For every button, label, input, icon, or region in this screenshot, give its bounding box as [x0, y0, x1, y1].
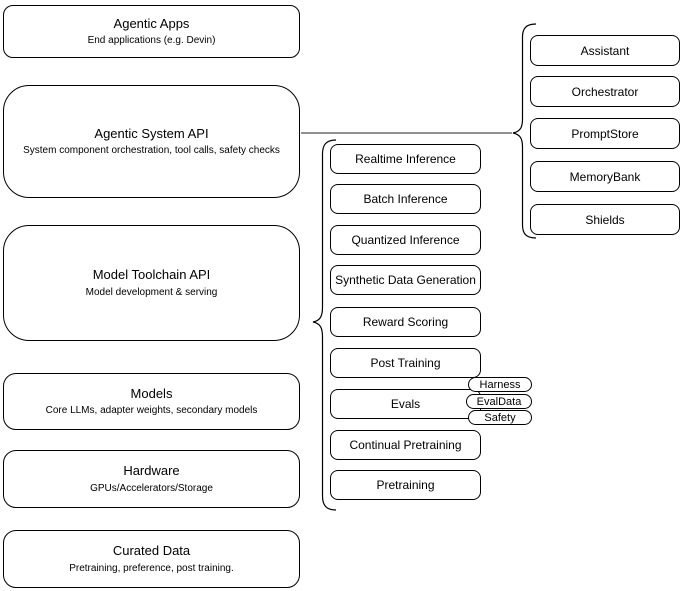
- node-title: Hardware: [123, 463, 180, 479]
- node-agentic-apps: Agentic Apps End applications (e.g. Devi…: [3, 5, 300, 58]
- node-synthetic-data-generation: Synthetic Data Generation: [330, 265, 481, 295]
- node-evals: Evals: [330, 389, 481, 419]
- node-batch-inference: Batch Inference: [330, 184, 481, 214]
- node-continual-pretraining: Continual Pretraining: [330, 430, 481, 460]
- components-bracket: [512, 23, 537, 239]
- pill-safety: Safety: [468, 410, 532, 425]
- node-hardware: Hardware GPUs/Accelerators/Storage: [3, 450, 300, 508]
- node-title: Agentic System API: [94, 125, 209, 141]
- node-subtitle: Model development & serving: [85, 286, 218, 298]
- node-reward-scoring: Reward Scoring: [330, 307, 481, 337]
- node-pretraining: Pretraining: [330, 470, 481, 500]
- node-memorybank: MemoryBank: [530, 161, 680, 192]
- pill-harness: Harness: [468, 377, 532, 392]
- node-subtitle: System component orchestration, tool cal…: [23, 145, 280, 157]
- node-promptstore: PromptStore: [530, 118, 680, 149]
- node-post-training: Post Training: [330, 348, 481, 378]
- pill-evaldata: EvalData: [466, 394, 532, 409]
- node-shields: Shields: [530, 204, 680, 235]
- node-title: Model Toolchain API: [92, 267, 211, 283]
- toolchain-bracket: [312, 139, 337, 511]
- node-realtime-inference: Realtime Inference: [330, 144, 481, 174]
- node-models: Models Core LLMs, adapter weights, secon…: [3, 373, 300, 430]
- node-model-toolchain-api: Model Toolchain API Model development & …: [3, 225, 300, 341]
- node-subtitle: GPUs/Accelerators/Storage: [90, 482, 213, 494]
- node-orchestrator: Orchestrator: [530, 76, 680, 107]
- node-subtitle: End applications (e.g. Devin): [87, 35, 216, 47]
- node-title: Agentic Apps: [113, 15, 190, 31]
- node-subtitle: Pretraining, preference, post training.: [69, 562, 234, 574]
- node-agentic-system-api: Agentic System API System component orch…: [3, 85, 300, 198]
- node-assistant: Assistant: [530, 35, 680, 66]
- node-curated-data: Curated Data Pretraining, preference, po…: [3, 530, 300, 588]
- node-title: Curated Data: [112, 543, 191, 559]
- node-quantized-inference: Quantized Inference: [330, 225, 481, 255]
- node-subtitle: Core LLMs, adapter weights, secondary mo…: [45, 405, 258, 417]
- node-title: Models: [130, 385, 173, 401]
